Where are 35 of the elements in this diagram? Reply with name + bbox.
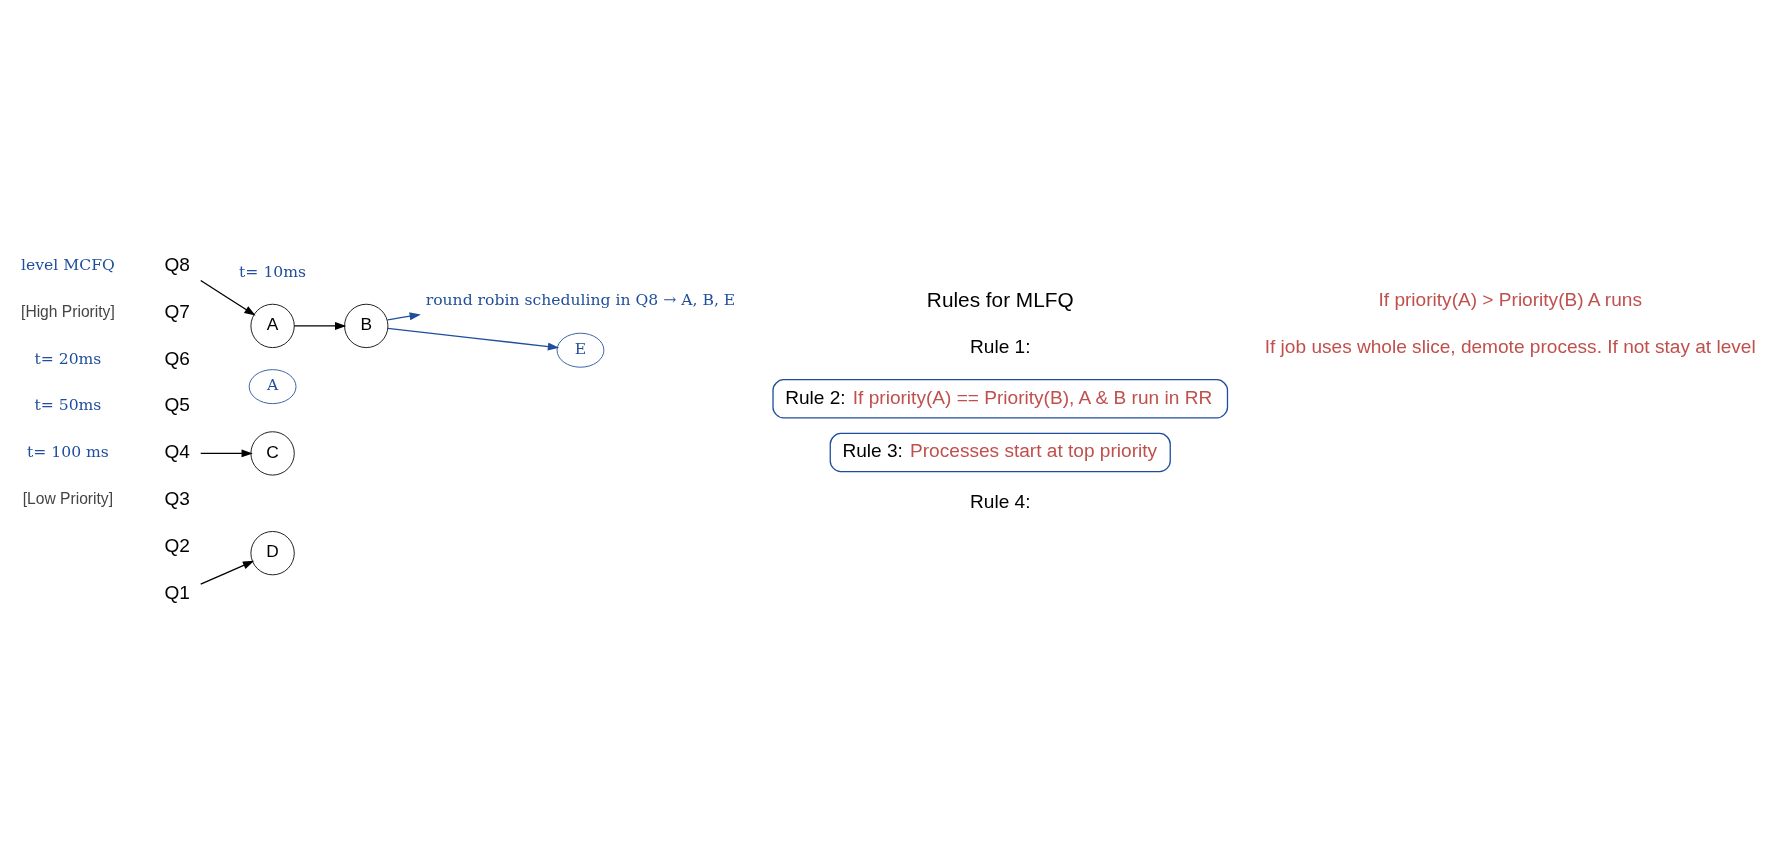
- label: Q6: [164, 347, 190, 369]
- arrow: [200, 448, 253, 457]
- label: t= 20ms: [34, 349, 102, 368]
- arrow: [200, 279, 256, 316]
- label: [High Priority]: [21, 302, 115, 320]
- node-text: Q8: [164, 253, 190, 275]
- node-box: Rule 2: If priority(A) == Priority(B), A & B run in RR: [772, 378, 1229, 418]
- node-circle: D: [250, 530, 295, 575]
- label: level MCFQ: [21, 255, 115, 274]
- label: Q3: [164, 487, 190, 509]
- label: Rules for MLFQ: [926, 287, 1074, 311]
- label: If job uses whole slice, demote process. If not stay at level: [1264, 335, 1756, 357]
- label: Rule 4:: [970, 490, 1031, 512]
- arrow: [387, 327, 560, 350]
- arrow: [200, 560, 255, 585]
- arrow: [386, 311, 421, 321]
- node-box: Rule 3: Processes start at top priority: [829, 432, 1171, 472]
- label: t= 100 ms: [26, 442, 109, 461]
- node-text: Q4: [164, 440, 190, 462]
- label: If priority(A) > Priority(B) A runs: [1378, 289, 1642, 310]
- label: t= 10ms: [239, 262, 307, 281]
- label: Q7: [164, 300, 190, 322]
- label: Rule 1:: [970, 335, 1031, 357]
- node-circle: A: [250, 303, 295, 348]
- node-text: Q1: [164, 581, 190, 603]
- label: Q2: [164, 534, 190, 556]
- node-ellipse: A: [248, 368, 297, 404]
- label: Q5: [164, 393, 190, 415]
- node-circle: C: [250, 430, 295, 476]
- node-circle: B: [344, 303, 389, 348]
- arrow: [293, 321, 347, 330]
- label: [Low Priority]: [22, 489, 114, 507]
- label: t= 50ms: [34, 395, 102, 414]
- node-text: round robin scheduling in Q8 → A, B, E: [425, 290, 736, 309]
- node-ellipse: E: [556, 332, 605, 368]
